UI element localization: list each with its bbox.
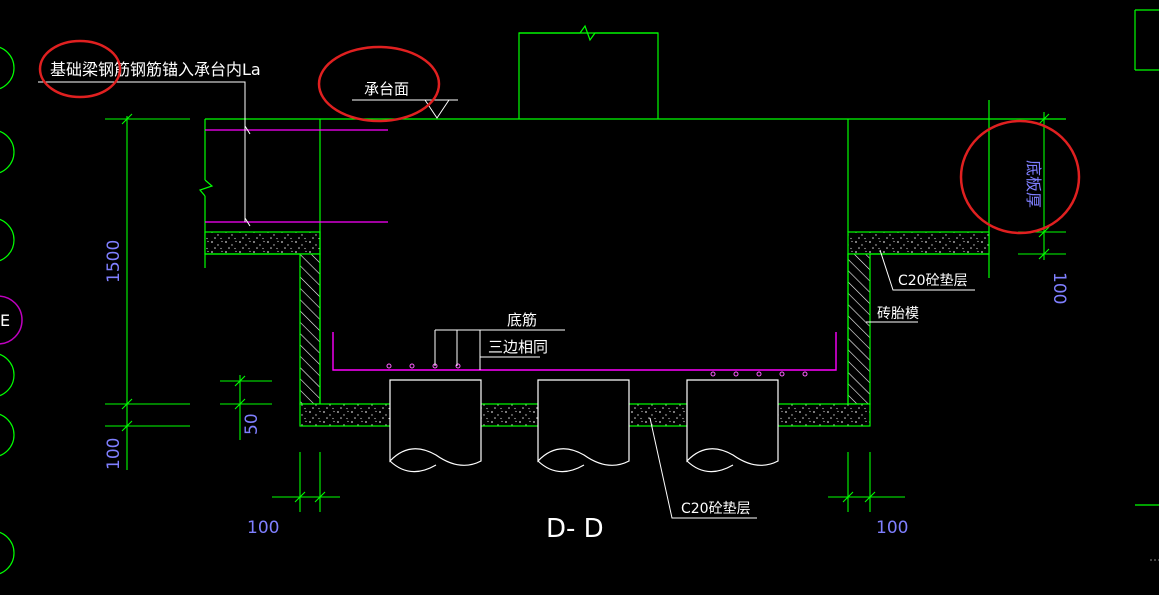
beam-anchor-leader	[38, 81, 246, 222]
dim-right-vertical	[1018, 112, 1066, 260]
label-slab-thickness: 底板厚	[1024, 160, 1043, 208]
cap-top-marker	[352, 99, 458, 119]
label-c20-cushion-right: C20砼垫层	[898, 273, 968, 289]
section-title: D- D	[546, 514, 604, 544]
dim-text-100-bottom-right: 100	[876, 518, 908, 538]
pile-1	[389, 379, 482, 473]
label-beam-anchor: 基础梁钢筋钢筋锚入承台内La	[50, 60, 261, 79]
label-cap-top: 承台面	[364, 80, 409, 98]
right-brick-formwork	[847, 253, 871, 405]
highlight-slab-thickness	[959, 119, 1081, 235]
label-c20-cushion-bottom: C20砼垫层	[681, 501, 751, 517]
right-cushion-layer	[847, 231, 990, 255]
dim-bottom-left	[272, 452, 340, 512]
left-beam-rebar-ticks	[244, 125, 251, 227]
bottom-cushion-leader	[649, 417, 757, 519]
left-beam-rebar	[205, 129, 388, 223]
bottom-rebar-leader	[434, 329, 565, 370]
left-edge-circles	[0, 46, 15, 575]
label-brick-formwork: 砖胎模	[877, 306, 919, 322]
column-outline	[518, 24, 659, 119]
dim-bottom-right	[828, 452, 905, 512]
left-brick-formwork	[299, 253, 321, 405]
highlight-beam-anchor	[38, 39, 122, 99]
left-edge-circle-2	[0, 353, 15, 397]
right-cushion-leader	[879, 249, 975, 291]
pile-3	[686, 379, 779, 473]
dim-left-vertical	[105, 113, 190, 470]
left-cushion-layer	[204, 231, 321, 255]
dim-text-100-left-vertical: 100	[104, 438, 124, 470]
highlight-cap-top	[317, 45, 441, 123]
label-three-sides-same: 三边相同	[488, 338, 548, 356]
dim-text-100-bottom-left: 100	[247, 518, 279, 538]
side-letter-e: E	[0, 311, 10, 330]
dim-50	[220, 375, 272, 440]
right-edge-marks	[1134, 9, 1159, 506]
left-edge-magenta-circle	[0, 295, 23, 345]
dim-text-50: 50	[242, 413, 262, 435]
dim-text-1500: 1500	[104, 240, 124, 283]
highlight-circles	[38, 39, 1081, 235]
dim-text-100-right-vertical: 100	[1049, 272, 1069, 304]
bottom-rebar	[332, 332, 837, 371]
pile-2	[537, 379, 630, 473]
bottom-rebar-dots	[386, 363, 808, 377]
label-bottom-bars: 底筋	[507, 311, 537, 329]
pit-inner-outline	[319, 230, 849, 404]
